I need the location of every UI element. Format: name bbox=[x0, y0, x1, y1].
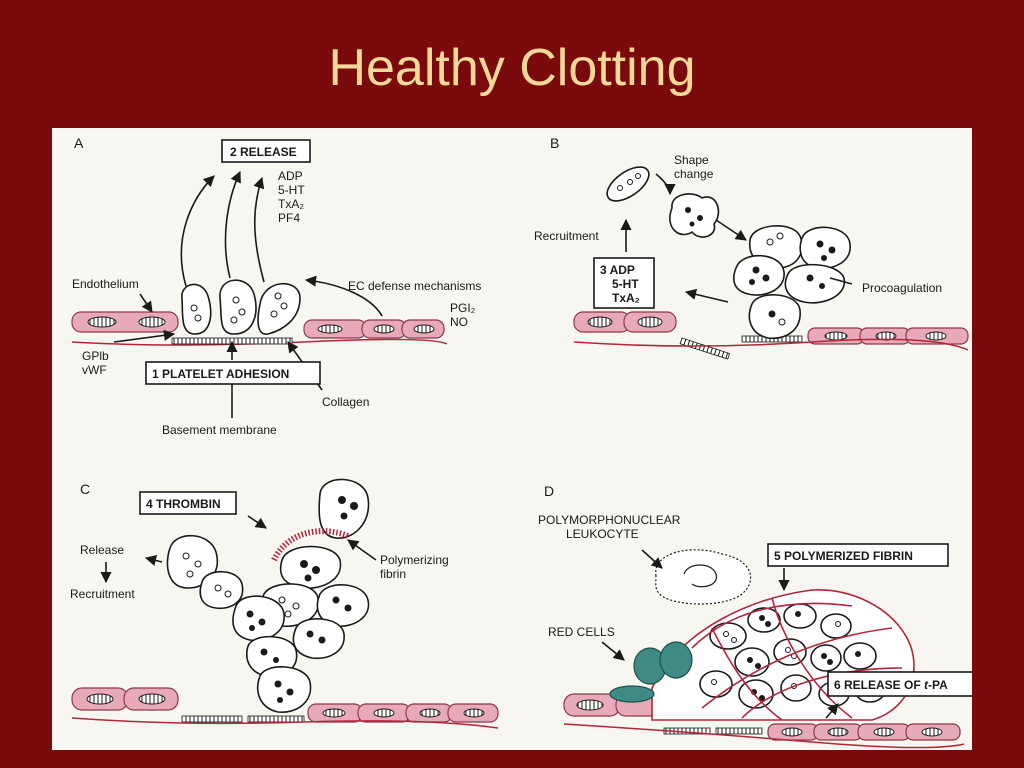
gplb-label: GPlb bbox=[82, 349, 109, 363]
panel-d-letter: D bbox=[544, 483, 554, 499]
red-cells-label: RED CELLS bbox=[548, 625, 615, 639]
polymerizing-label-2: fibrin bbox=[380, 567, 406, 581]
adp-box bbox=[593, 257, 655, 309]
polymerizing-label-1: Polymerizing bbox=[380, 553, 449, 567]
adp-box-line-3: TxA₂ bbox=[612, 291, 640, 305]
polymerized-fibrin-label: 5 POLYMERIZED FIBRIN bbox=[774, 549, 913, 563]
release-label-c: Release bbox=[80, 543, 124, 557]
panel-c-endothelium bbox=[71, 687, 499, 729]
panel-b-aggregate bbox=[733, 225, 851, 339]
thrombin-box-label: 4 THROMBIN bbox=[146, 497, 221, 511]
thrombin-box bbox=[139, 491, 237, 515]
tpa-label-suffix: -PA bbox=[928, 678, 948, 692]
basement-membrane-label: Basement membrane bbox=[162, 423, 277, 437]
panel-a-letter: A bbox=[74, 135, 84, 151]
panel-c-aggregate bbox=[166, 478, 370, 713]
tpa-label: 6 RELEASE OF t-PA bbox=[834, 678, 948, 692]
panel-a-platelets bbox=[181, 279, 301, 335]
panel-a: A bbox=[71, 135, 481, 437]
release-item-3: TxA₂ bbox=[278, 197, 304, 211]
vwf-label: vWF bbox=[82, 363, 107, 377]
red-cells bbox=[609, 641, 693, 703]
procoagulation-label: Procoagulation bbox=[862, 281, 942, 295]
release-item-1: ADP bbox=[278, 169, 303, 183]
adp-box-line-1: 3 ADP bbox=[600, 263, 635, 277]
panel-d: D bbox=[538, 483, 972, 749]
tpa-label-prefix: 6 RELEASE OF bbox=[834, 678, 924, 692]
collagen-label: Collagen bbox=[322, 395, 369, 409]
recruitment-label-b: Recruitment bbox=[534, 229, 599, 243]
tpa-box bbox=[827, 671, 972, 697]
leukocyte bbox=[655, 549, 752, 605]
pmn-label-1: POLYMORPHONUCLEAR bbox=[538, 513, 681, 527]
adp-box-line-2: 5-HT bbox=[612, 277, 639, 291]
adhesion-box bbox=[145, 361, 321, 385]
release-box bbox=[221, 139, 311, 163]
pmn-label-2: LEUKOCYTE bbox=[566, 527, 639, 541]
panel-a-endothelium bbox=[71, 311, 448, 346]
release-item-4: PF4 bbox=[278, 211, 300, 225]
panel-c: C bbox=[70, 478, 499, 729]
panel-c-letter: C bbox=[80, 481, 90, 497]
adhesion-box-label: 1 PLATELET ADHESION bbox=[152, 367, 289, 381]
recruitment-label-c: Recruitment bbox=[70, 587, 135, 601]
pgi2-label: PGI₂ bbox=[450, 301, 476, 315]
polymerized-fibrin-box bbox=[767, 543, 949, 567]
slide-title: Healthy Clotting bbox=[328, 39, 696, 97]
release-box-label: 2 RELEASE bbox=[230, 145, 297, 159]
shape-change-label-1: Shape bbox=[674, 153, 709, 167]
release-item-2: 5-HT bbox=[278, 183, 305, 197]
panel-b-letter: B bbox=[550, 135, 559, 151]
panel-b: B bbox=[534, 135, 969, 360]
clotting-diagram: A bbox=[70, 135, 972, 749]
ec-defense-label: EC defense mechanisms bbox=[348, 279, 481, 293]
endothelium-label: Endothelium bbox=[72, 277, 139, 291]
shape-change-label-2: change bbox=[674, 167, 714, 181]
clotting-figure: A bbox=[52, 128, 972, 750]
no-label: NO bbox=[450, 315, 468, 329]
tpa-label-italic: t bbox=[924, 678, 929, 692]
